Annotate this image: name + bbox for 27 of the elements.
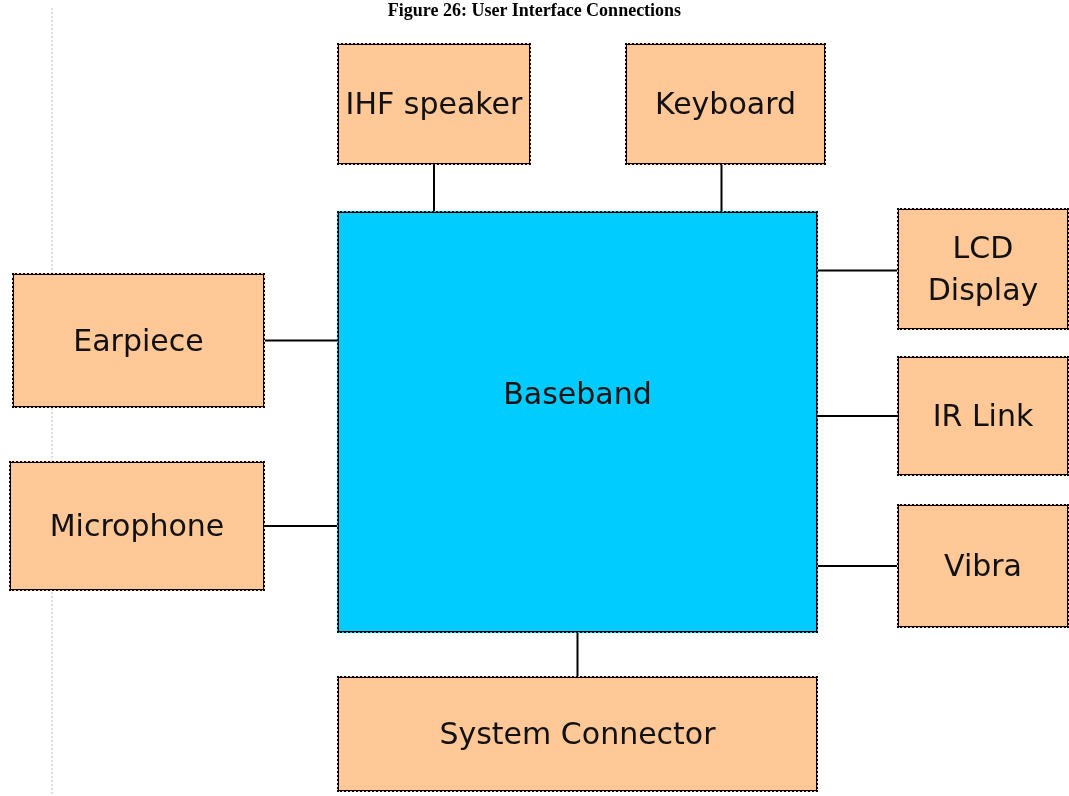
connection-line <box>817 269 898 272</box>
connection-line <box>817 415 898 417</box>
connection-line <box>720 164 723 212</box>
component-box <box>337 676 818 792</box>
component-box <box>897 208 1069 330</box>
component-label: IHF speaker <box>344 85 524 123</box>
component-label: IR Link <box>931 397 1035 435</box>
connection-line <box>817 565 898 567</box>
component-label: Keyboard <box>654 85 797 123</box>
component-label: Microphone <box>48 507 226 545</box>
component-box <box>897 504 1069 628</box>
component-label: Vibra <box>943 547 1023 585</box>
component-box <box>897 356 1069 476</box>
connection-line <box>433 164 435 212</box>
component-box <box>9 461 265 591</box>
component-label: LCD Display <box>926 229 1040 309</box>
connection-line <box>576 632 579 677</box>
component-label: Baseband <box>502 375 653 413</box>
component-box <box>12 273 265 408</box>
component-box <box>337 43 531 165</box>
processor-block <box>337 211 818 633</box>
component-box <box>625 43 826 165</box>
connection-line <box>264 525 338 527</box>
component-label: Earpiece <box>72 321 205 360</box>
figure-title: Figure 26: User Interface Connections <box>386 0 683 21</box>
component-label: System Connector <box>438 715 717 753</box>
connection-line <box>264 339 338 342</box>
